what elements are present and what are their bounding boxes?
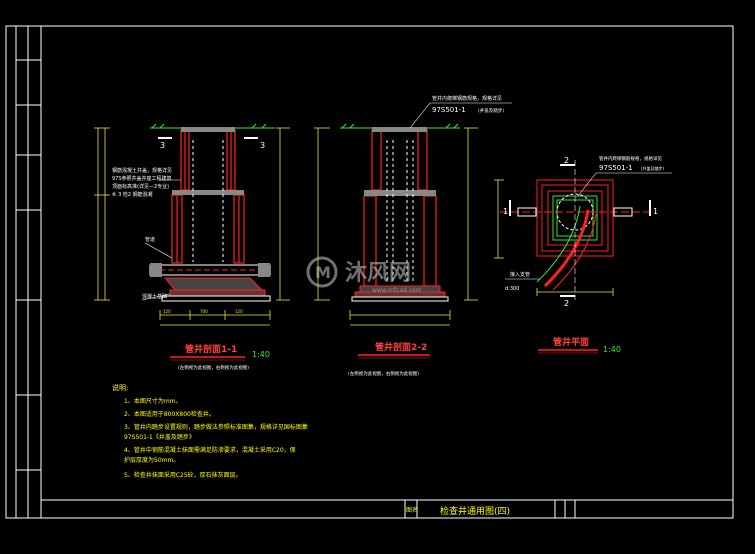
section-2-note-suffix: (井盖及踏步): [478, 107, 504, 114]
base-label: 混凝土基础: [142, 293, 167, 300]
ground-hatch: [151, 123, 267, 129]
section-1-1: 120 700 120 3 3 钢筋混凝土井盖，规格详见 97S参照井盖井座工程…: [94, 123, 290, 371]
section-1-title: 管井剖面1-1: [185, 343, 237, 355]
title-strip: [40, 499, 734, 519]
plan-note-ref: 97S501-1: [599, 164, 633, 172]
cover-band: [372, 127, 427, 132]
cut-label-right: 1: [653, 207, 658, 216]
dimension-lines: [314, 127, 478, 326]
note-line-1: 钢筋混凝土井盖，规格详见: [112, 167, 172, 174]
cover-band: [181, 127, 235, 132]
drawing-frame: [5, 25, 734, 519]
pipe-stub-left: [517, 207, 537, 217]
branch-pipe: [543, 209, 590, 288]
base-slab: [161, 277, 271, 302]
watermark-url: www.mfcad.com: [372, 287, 422, 294]
cone-band: [172, 190, 244, 195]
cut-label-top: 2: [564, 156, 569, 165]
note-item: 1、本图尺寸为mm。: [124, 397, 182, 405]
svg-text:120: 120: [163, 309, 171, 314]
pipe: [149, 263, 271, 277]
svg-text:120: 120: [235, 309, 243, 314]
shaft-walls: [171, 129, 245, 264]
section-1-scale: 1:40: [252, 350, 270, 359]
section-2-note-ref: 97S501-1: [432, 106, 466, 114]
note-leader: [577, 172, 597, 197]
note-line-2: 97S参照井盖井座工程建筑: [112, 175, 172, 182]
drawing-title: 检查井通用图(四): [440, 505, 510, 517]
plan-scale: 1:40: [603, 345, 621, 354]
note-item: 3、管井内踏步设置规则，踏步做法参照标准图集，规格详见国标图集: [124, 423, 308, 431]
title-block-label: 图名: [406, 506, 418, 514]
section-1-subtitle: (左侧视为此视图，右侧视为此视图): [178, 364, 249, 371]
watermark-text: 沐风网: [345, 261, 411, 286]
watermark: M 沐风网 www.mfcad.com: [306, 256, 422, 294]
dimension-lines: [94, 127, 290, 326]
section-1-notes: 钢筋混凝土井盖，规格详见 97S参照井盖井座工程建筑 顶面标高准(详见—2专业)…: [112, 167, 172, 300]
cut-label-bottom: 2: [564, 299, 569, 308]
section-2-subtitle: (左侧视为此视图，右侧视为此视图): [348, 370, 419, 377]
plan-view: 2 2 1 1 管井内爬梯钢筋规格，规格详见 97S501-1 (井盖及踏步) …: [494, 155, 672, 354]
note-item: 4、管井中钢筋混凝土抹面需满足防渗要求，混凝土采用C20，保: [124, 446, 296, 454]
general-notes: 说明: 1、本图尺寸为mm。 2、本图适用于800X800检查井。 3、管井内踏…: [112, 383, 308, 479]
note-item: 97S501-1《井盖及踏步》: [124, 433, 195, 441]
branch-pipe-edge: [552, 213, 597, 291]
inlet-size: d:300: [505, 286, 519, 292]
plan-note-line: 管井内爬梯钢筋规格，规格详见: [599, 155, 662, 162]
section-2-title: 管井剖面2-2: [375, 341, 427, 353]
dimension-lines: [494, 179, 614, 296]
plan-note-suffix: (井盖及踏步): [641, 165, 665, 171]
cut-marker-left: 3: [160, 141, 165, 150]
note-leader: [409, 102, 431, 129]
svg-text:M: M: [315, 263, 331, 282]
note-line-3: 顶面标高准(详见—2专业): [112, 183, 169, 190]
note-item: 护层厚度为50mm。: [124, 456, 179, 464]
notes-list: 1、本图尺寸为mm。 2、本图适用于800X800检查井。 3、管井内踏步设置规…: [124, 397, 308, 479]
pipe-label: 管道: [145, 236, 155, 243]
dimension-tick-labels: 120 700 120: [163, 309, 243, 314]
note-leaders: [141, 179, 181, 301]
note-item: 2、本图适用于800X800检查井。: [124, 410, 215, 418]
section-2-2: 管井内爬梯钢筋规格，规格详见 97S501-1 (井盖及踏步) 管井剖面2-2 …: [314, 95, 512, 377]
cut-label-left: 1: [503, 207, 508, 216]
base-slab: [351, 285, 449, 302]
note-line-4: ⑥ 3 检2 钢筋混凝: [112, 191, 153, 198]
notes-heading: 说明:: [112, 383, 128, 392]
watermark-logo: [306, 256, 338, 288]
plan-title: 管井平面: [553, 336, 589, 348]
note-item: 5、检查井抹面采用C25砼，厚石抹灰面层。: [124, 471, 242, 479]
pipe-stub-right: [613, 207, 633, 217]
svg-text:700: 700: [200, 309, 208, 314]
ground-hatch: [341, 123, 459, 129]
section-2-note-line: 管井内爬梯钢筋规格，规格详见: [432, 95, 502, 102]
branch-pipe-edge: [536, 205, 581, 283]
inlet-label: 接入支管: [510, 271, 530, 278]
cut-marker-right: 3: [260, 141, 265, 150]
cone-band: [364, 190, 436, 196]
step-dashes: [192, 140, 224, 262]
